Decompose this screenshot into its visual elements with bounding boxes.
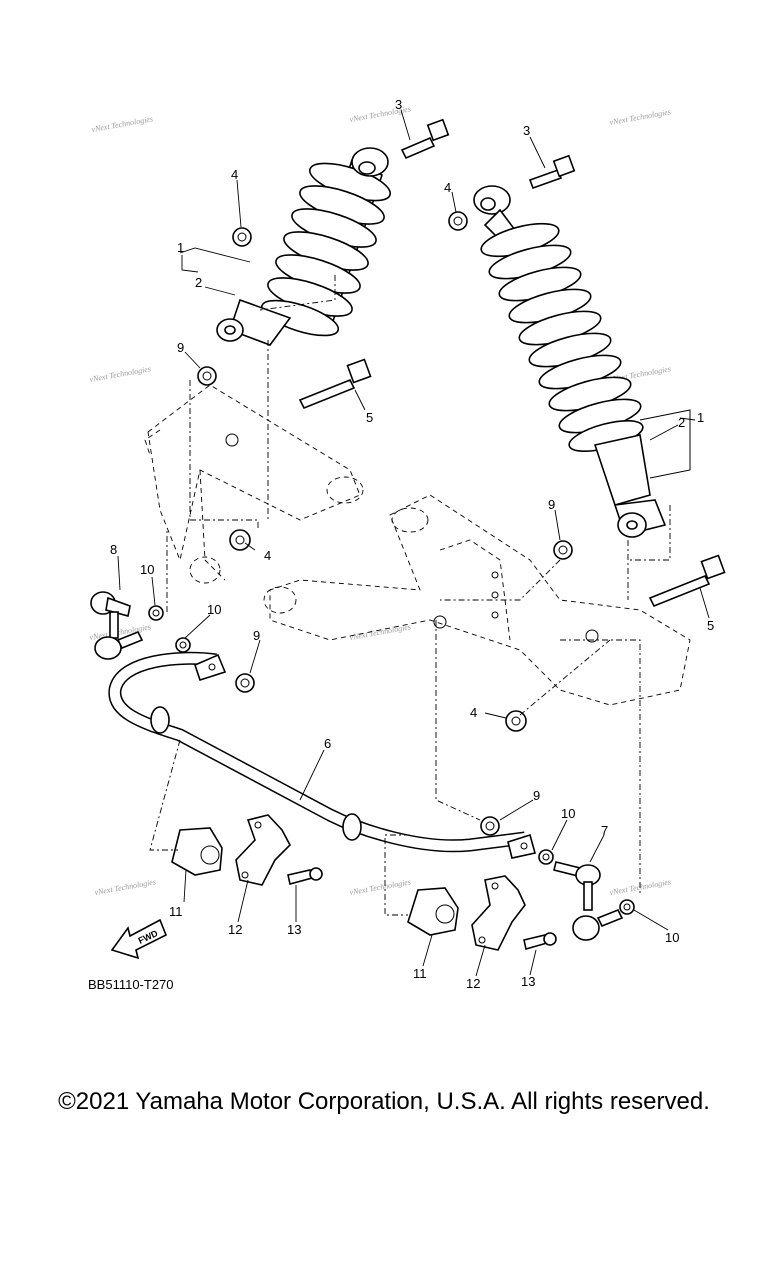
left-stabilizer-link	[90, 591, 144, 660]
callout-4-lower-left: 4	[264, 548, 271, 563]
left-swing-arm-outline	[144, 384, 364, 584]
right-swing-arm-outline	[263, 494, 691, 706]
callout-12-right: 12	[466, 976, 480, 991]
watermark: vNext Technologies	[349, 622, 412, 642]
watermark: vNext Technologies	[609, 107, 672, 127]
leader-lines	[117, 109, 710, 977]
callout-7: 7	[601, 823, 608, 838]
nuts	[197, 211, 573, 836]
callout-8: 8	[110, 542, 117, 557]
watermark: vNext Technologies	[89, 364, 152, 384]
callout-4-right: 4	[444, 180, 451, 195]
watermark: vNext Technologies	[91, 114, 154, 134]
left-shock-absorber	[216, 147, 391, 346]
right-shock-absorber	[473, 185, 691, 538]
callout-9-stabilizer-left: 9	[253, 628, 260, 643]
callout-1-right: 1	[697, 410, 704, 425]
rear-suspension-exploded-diagram: vNext Technologies vNext Technologies vN…	[89, 97, 726, 991]
callout-9-stabilizer-right: 9	[533, 788, 540, 803]
callout-10-left-lower: 10	[207, 602, 221, 617]
callout-4-left: 4	[231, 167, 238, 182]
bushings-brackets	[171, 814, 557, 951]
watermark: vNext Technologies	[94, 877, 157, 897]
bolts	[298, 118, 726, 608]
callout-2-right: 2	[678, 415, 685, 430]
callout-10-right-lower: 10	[665, 930, 679, 945]
callout-5-left: 5	[366, 410, 373, 425]
callout-10-right-upper: 10	[561, 806, 575, 821]
callout-10-left-upper: 10	[140, 562, 154, 577]
copyright-notice: ©2021 Yamaha Motor Corporation, U.S.A. A…	[58, 1088, 710, 1115]
callout-9-right-upper: 9	[548, 497, 555, 512]
right-stabilizer-link	[553, 861, 624, 941]
callout-3-right: 3	[523, 123, 530, 138]
left-shock-spring	[260, 162, 391, 337]
callout-2-left: 2	[195, 275, 202, 290]
washers	[148, 605, 635, 915]
callout-13-right: 13	[521, 974, 535, 989]
callout-11-right: 11	[413, 966, 427, 981]
watermark: vNext Technologies	[349, 877, 412, 897]
watermarks: vNext Technologies vNext Technologies vN…	[89, 104, 672, 897]
right-shock-spring	[480, 222, 644, 453]
callout-5-right: 5	[707, 618, 714, 633]
callout-3-left: 3	[395, 97, 402, 112]
callout-9-left-upper: 9	[177, 340, 184, 355]
callout-1-left: 1	[177, 240, 184, 255]
callout-4-lower-right: 4	[470, 705, 477, 720]
diagram-reference-code: BB51110-T270	[88, 977, 174, 992]
stabilizer-bar	[108, 651, 536, 859]
callout-11-left: 11	[169, 904, 183, 919]
callout-6: 6	[324, 736, 331, 751]
callout-labels: 3 3 4 4 1 2 9 5 1 2 9 8 4 10 10 5 9 4 6 …	[110, 97, 714, 991]
forward-direction-arrow: FWD	[110, 918, 168, 960]
callout-13-left: 13	[287, 922, 301, 937]
callout-12-left: 12	[228, 922, 242, 937]
